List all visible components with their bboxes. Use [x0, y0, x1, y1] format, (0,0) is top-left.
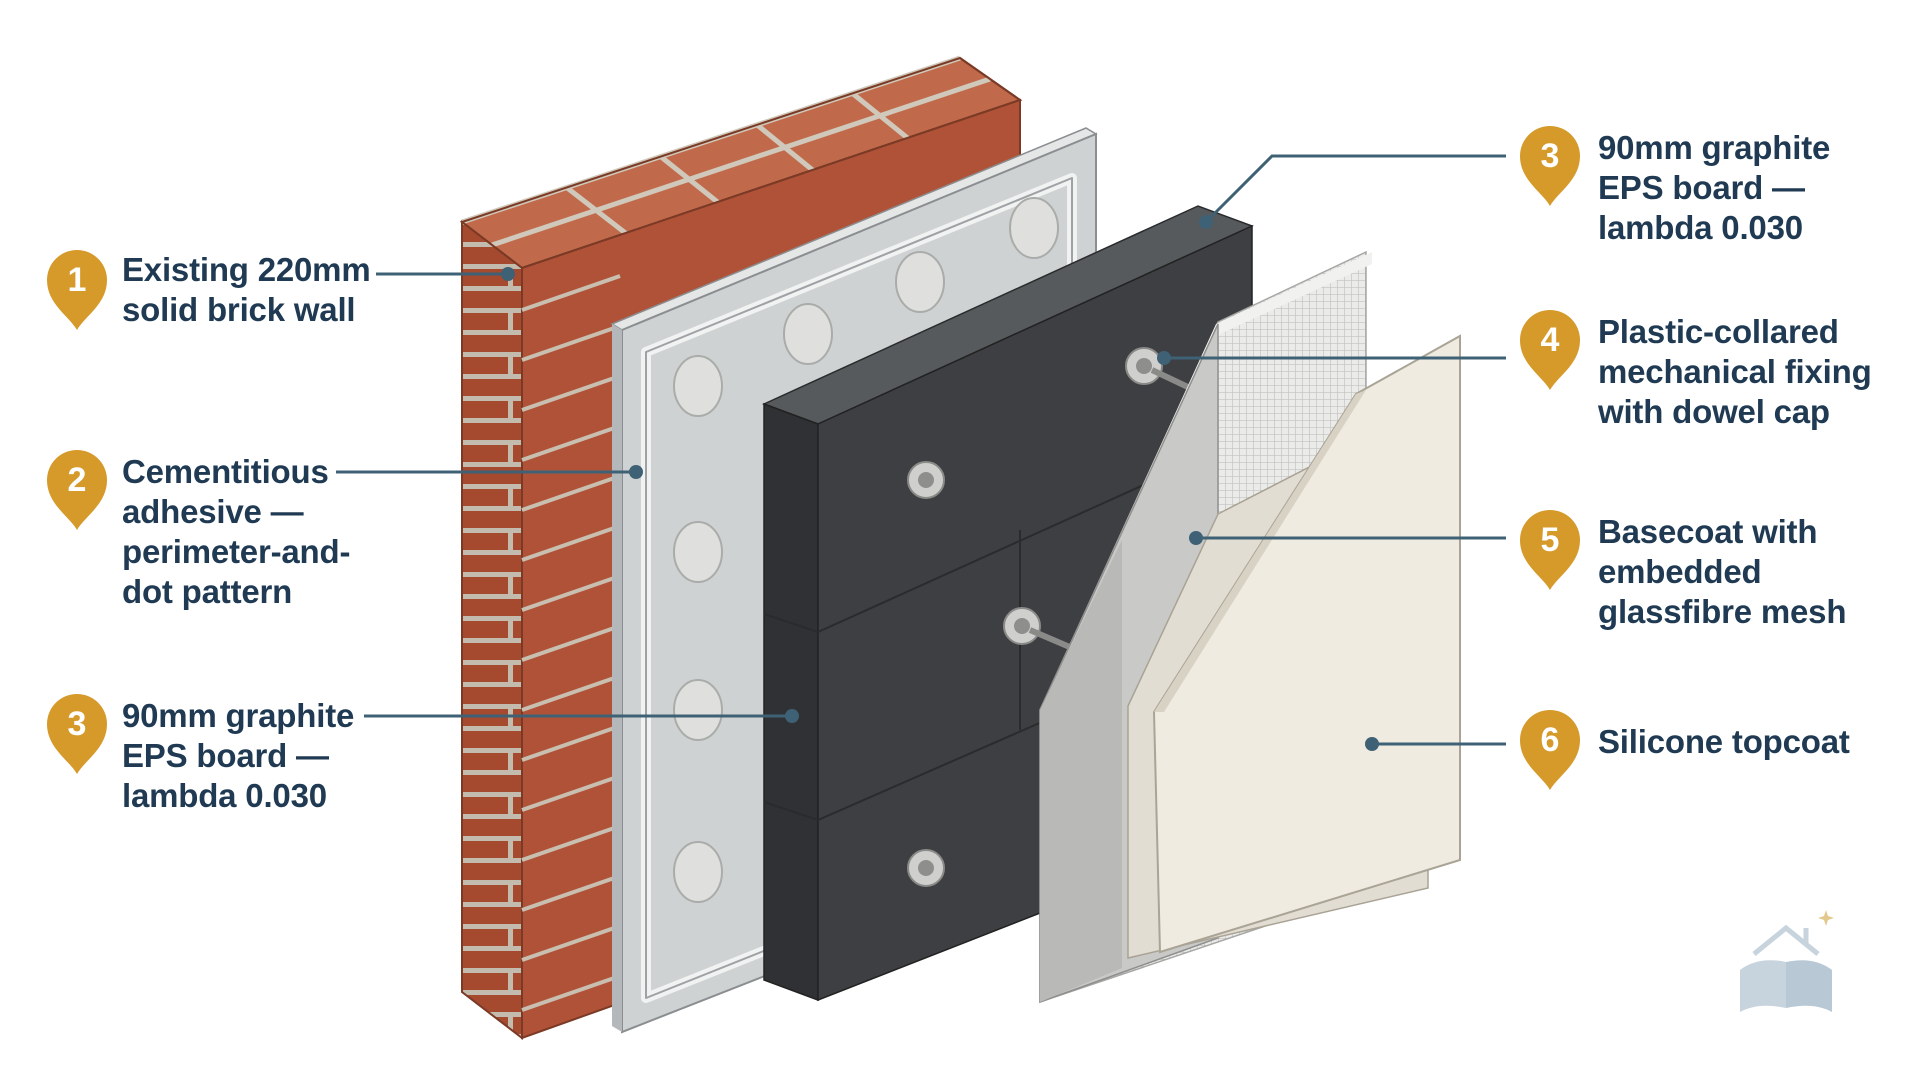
callout-pin-6: 6: [1518, 710, 1582, 792]
callout-line: solid brick wall: [122, 291, 356, 328]
house-book-logo-icon: [1740, 910, 1834, 1012]
callout-pin-3-left: 3: [45, 694, 109, 776]
callout-line: with dowel cap: [1598, 393, 1830, 430]
callout-line: adhesive —: [122, 493, 304, 530]
callout-line: Cementitious: [122, 453, 329, 490]
callout-line: embedded: [1598, 553, 1762, 590]
callout-line: lambda 0.030: [1598, 209, 1803, 246]
callout-number: 5: [1540, 521, 1560, 559]
callout-line: Plastic-collared: [1598, 313, 1839, 350]
callout-label-eps-left: 90mm graphite EPS board — lambda 0.030: [122, 696, 354, 816]
callout-line: perimeter-and-: [122, 533, 351, 570]
callout-pin-3-right: 3: [1518, 126, 1582, 208]
callout-line: glassfibre mesh: [1598, 593, 1847, 630]
callout-label-brick-wall: Existing 220mm solid brick wall: [122, 250, 371, 330]
callout-label-adhesive: Cementitious adhesive — perimeter-and- d…: [122, 452, 350, 612]
callout-line: Existing 220mm: [122, 251, 371, 288]
callout-line: Basecoat with: [1598, 513, 1818, 550]
topcoat-layer: [1127, 334, 1461, 959]
callout-number: 4: [1540, 321, 1560, 359]
callout-line: lambda 0.030: [122, 777, 327, 814]
callout-line: 90mm graphite: [122, 697, 355, 734]
callout-number: 3: [1540, 137, 1560, 175]
callout-label-basecoat: Basecoat with embedded glassfibre mesh: [1598, 512, 1846, 632]
callout-number: 2: [67, 461, 87, 499]
callout-number: 6: [1540, 721, 1560, 759]
leader-lines: [336, 154, 1506, 746]
callout-pin-1: 1: [45, 250, 109, 332]
callout-label-eps-right: 90mm graphite EPS board — lambda 0.030: [1598, 128, 1830, 248]
callout-line: 90mm graphite: [1598, 129, 1831, 166]
dowel-cap-fixings: [907, 347, 1192, 887]
callout-number: 1: [67, 261, 87, 299]
callout-pin-4: 4: [1518, 310, 1582, 392]
callout-pin-2: 2: [45, 450, 109, 532]
callout-line: EPS board —: [122, 737, 329, 774]
callout-line: Silicone topcoat: [1598, 723, 1850, 760]
callout-pin-5: 5: [1518, 510, 1582, 592]
callout-number: 3: [67, 705, 87, 743]
callout-line: mechanical fixing: [1598, 353, 1872, 390]
leader-dots: [501, 215, 1379, 751]
callout-line: EPS board —: [1598, 169, 1805, 206]
callout-label-fixing: Plastic-collared mechanical fixing with …: [1598, 312, 1872, 432]
callout-line: dot pattern: [122, 573, 293, 610]
callout-label-topcoat: Silicone topcoat: [1598, 722, 1850, 762]
